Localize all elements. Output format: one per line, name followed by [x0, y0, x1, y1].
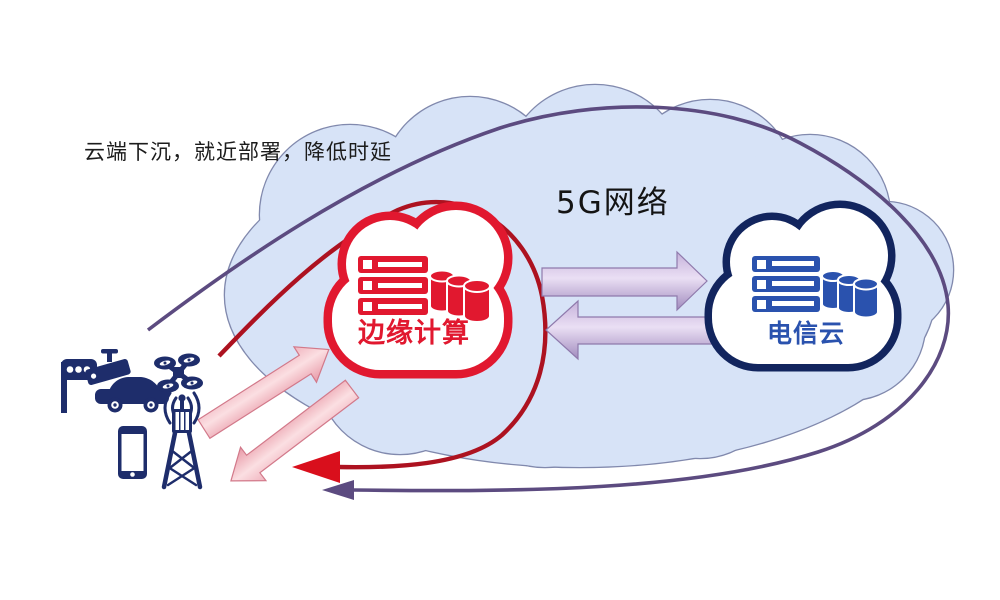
network-loop-arrow — [146, 105, 951, 500]
server-rack-icon — [752, 256, 820, 312]
cell-tower-icon — [161, 391, 203, 490]
drone-icon — [154, 353, 203, 393]
device-downlink-arrow — [230, 379, 360, 482]
purple-arrowhead-icon — [322, 480, 354, 500]
cloud-link-arrow-right — [541, 250, 708, 312]
tablet-icon — [118, 426, 147, 479]
server-rack-icon — [358, 256, 428, 315]
telecom-cloud-label: 电信云 — [766, 319, 846, 348]
edge-cloud-label: 边缘计算 — [358, 318, 470, 349]
car-icon — [95, 377, 169, 413]
caption-text: 云端下沉，就近部署，降低时延 — [84, 140, 392, 164]
database-icon — [429, 269, 491, 323]
cloud-link-arrow-left — [545, 299, 713, 361]
red-arrowhead-icon — [292, 451, 340, 483]
network-cloud-label: 5G网络 — [556, 185, 670, 221]
device-uplink-arrow — [197, 346, 330, 440]
traffic-light-icon — [61, 359, 97, 413]
edge-computing-cloud — [332, 210, 504, 370]
cctv-camera-icon — [85, 349, 131, 386]
device-cluster — [61, 349, 203, 490]
telecom-cloud — [712, 208, 894, 364]
database-icon — [821, 270, 879, 319]
edge-loop-arrow — [217, 199, 548, 483]
